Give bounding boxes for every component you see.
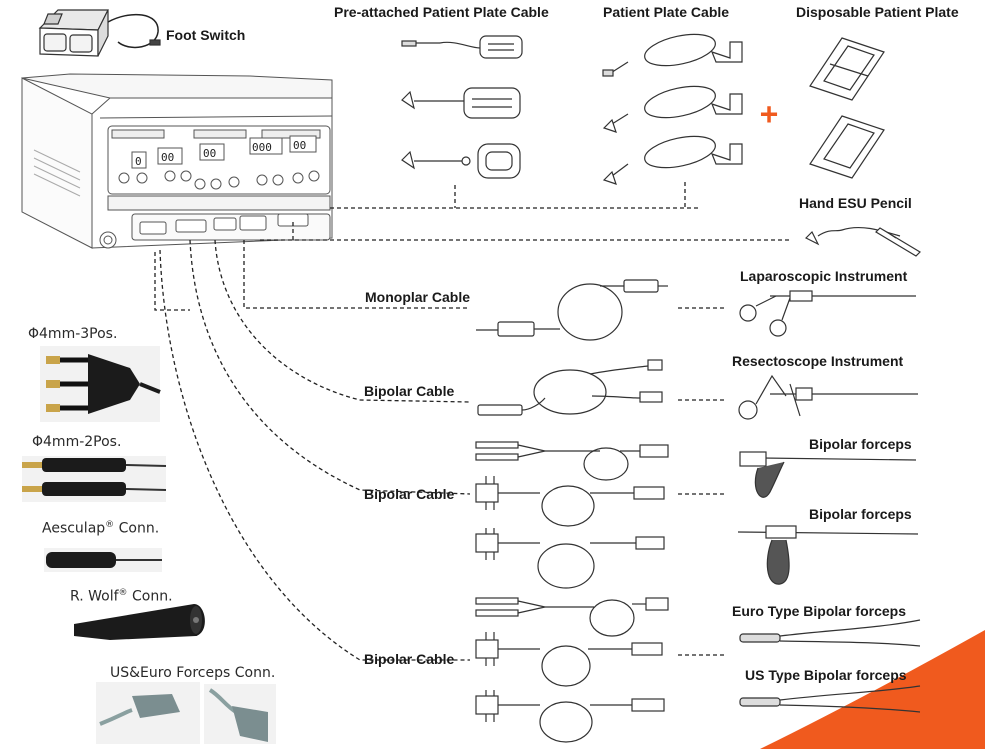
display-1: 0: [135, 155, 142, 168]
label-bipolar-forceps-2: Bipolar forceps: [809, 506, 912, 522]
foot-switch-icon: [38, 9, 161, 57]
bipolar-forceps-2-icon: [737, 525, 919, 585]
label-connector-2pos: Φ4mm-2Pos.: [32, 434, 122, 450]
label-pre-attached-cable: Pre-attached Patient Plate Cable: [334, 4, 549, 20]
label-foot-switch: Foot Switch: [166, 27, 246, 43]
label-laparoscopic: Laparoscopic Instrument: [740, 268, 908, 284]
label-disposable-plate: Disposable Patient Plate: [796, 4, 959, 20]
label-bipolar-cable-2: Bipolar Cable: [364, 486, 455, 502]
label-aesculap-conn: Aesculap® Conn.: [42, 520, 159, 537]
label-connector-3pos: Φ4mm-3Pos.: [28, 326, 118, 342]
label-euro-forceps: Euro Type Bipolar forceps: [732, 603, 906, 619]
label-us-forceps: US Type Bipolar forceps: [745, 667, 907, 683]
bipolar-forceps-1-icon: [739, 451, 917, 498]
forceps-connector-icon: [96, 682, 276, 744]
wolf-connector-icon: [74, 604, 205, 640]
disposable-plates: [809, 37, 885, 179]
hand-pencil-icon: [804, 226, 921, 257]
patient-plate-cables: [602, 33, 743, 185]
display-5: 00: [293, 139, 306, 152]
us-bipolar-forceps-icon: [739, 685, 921, 713]
display-3: 00: [203, 147, 216, 160]
pre-attached-cables: [401, 35, 523, 179]
esu-generator-unit: [21, 73, 333, 249]
aesculap-connector-icon: [44, 548, 162, 572]
monopolar-cable-icon: [476, 279, 668, 341]
plus-sign: +: [760, 97, 778, 132]
connector-3pos-icon: [40, 346, 161, 422]
label-bipolar-cable-3: Bipolar Cable: [364, 651, 455, 667]
connector-2pos-icon: [22, 456, 167, 502]
label-bipolar-forceps-1: Bipolar forceps: [809, 436, 912, 452]
label-hand-pencil: Hand ESU Pencil: [799, 195, 912, 211]
label-patient-plate-cable: Patient Plate Cable: [603, 4, 730, 20]
aesculap-name: Aesculap: [42, 520, 106, 537]
wolf-suffix: Conn.: [132, 588, 173, 605]
laparoscopic-instrument-icon: [739, 290, 916, 337]
aesculap-registered: ®: [105, 520, 115, 530]
aesculap-suffix: Conn.: [118, 520, 160, 537]
bipolar-cable-1-icon: [477, 359, 663, 416]
label-monopolar-cable: Monoplar Cable: [365, 289, 471, 305]
resectoscope-instrument-icon: [738, 374, 918, 420]
bipolar-cable-2-icon: [475, 441, 669, 589]
label-wolf-conn: R. Wolf® Conn.: [70, 588, 173, 605]
display-4: 000: [252, 141, 272, 154]
wolf-registered: ®: [118, 588, 128, 598]
label-us-euro-conn: US&Euro Forceps Conn.: [110, 665, 276, 681]
corner-accent: [760, 630, 985, 749]
label-bipolar-cable-1: Bipolar Cable: [364, 383, 455, 399]
display-2: 00: [161, 151, 174, 164]
connection-lines: [154, 182, 790, 661]
display-readouts: 0 00 00 000 00: [135, 139, 306, 168]
bipolar-cable-3-icon: [475, 597, 669, 743]
label-resectoscope: Resectoscope Instrument: [732, 353, 904, 369]
euro-bipolar-forceps-icon: [739, 619, 921, 647]
wolf-name: R. Wolf: [70, 588, 119, 605]
